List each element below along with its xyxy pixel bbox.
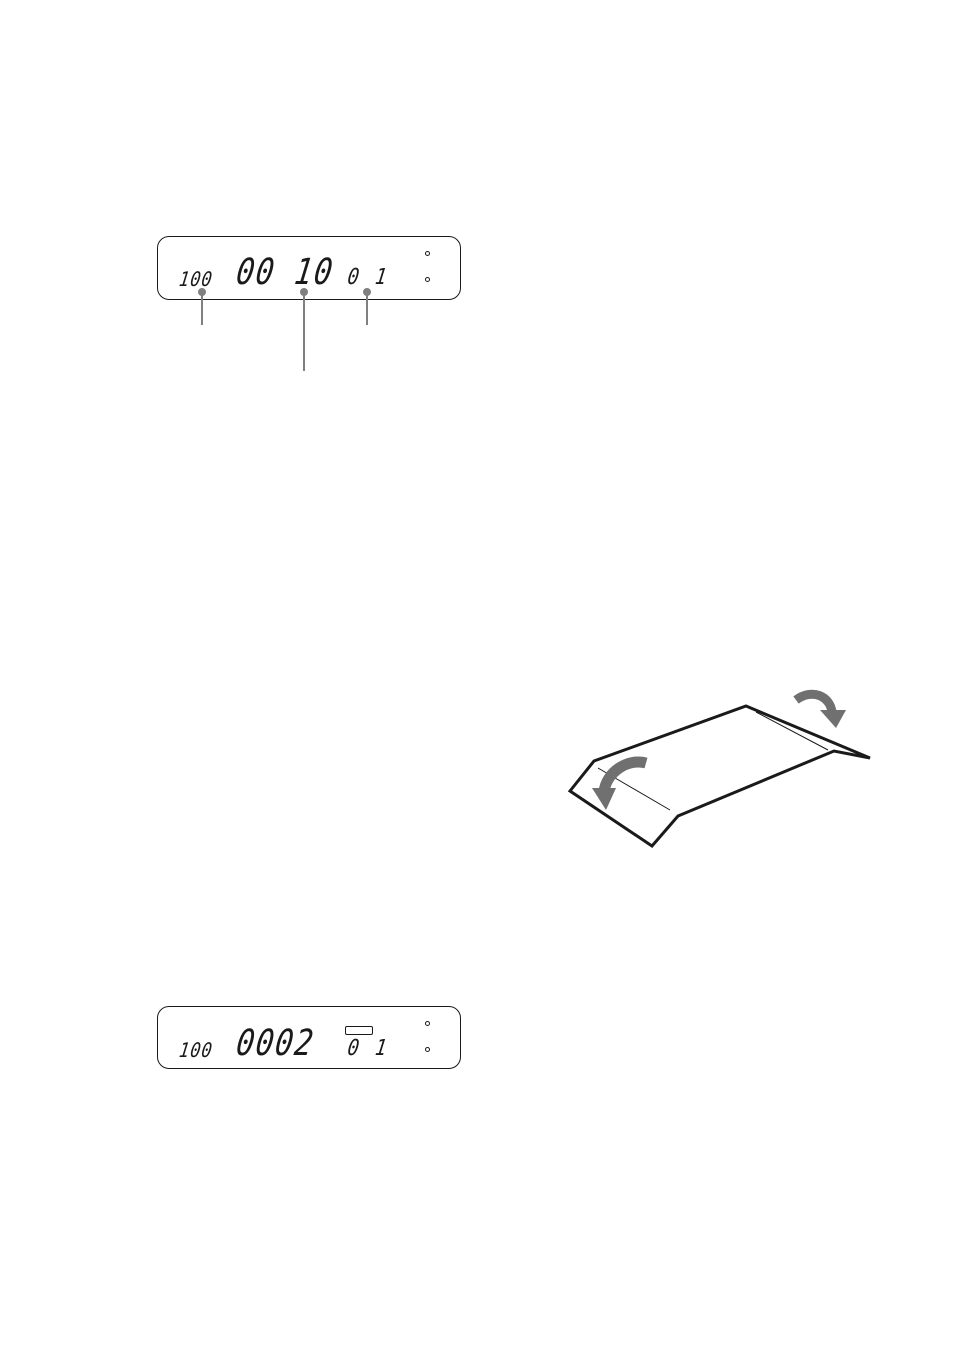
folded-card-illustration — [560, 685, 890, 865]
indicator-dot-lower — [425, 1047, 430, 1052]
lcd-left-counter: 100 — [178, 1040, 214, 1060]
lcd-right-counter: 0 1 — [346, 1038, 391, 1060]
fold-arrow-right-icon — [796, 694, 846, 728]
callout-lines — [0, 0, 954, 400]
lcd-indicator-box — [345, 1026, 373, 1035]
indicator-dot-upper — [425, 1021, 430, 1026]
lcd-display-bottom: 100 0002 0 1 — [157, 1006, 461, 1069]
lcd-main-counter: 0002 — [234, 1026, 317, 1062]
